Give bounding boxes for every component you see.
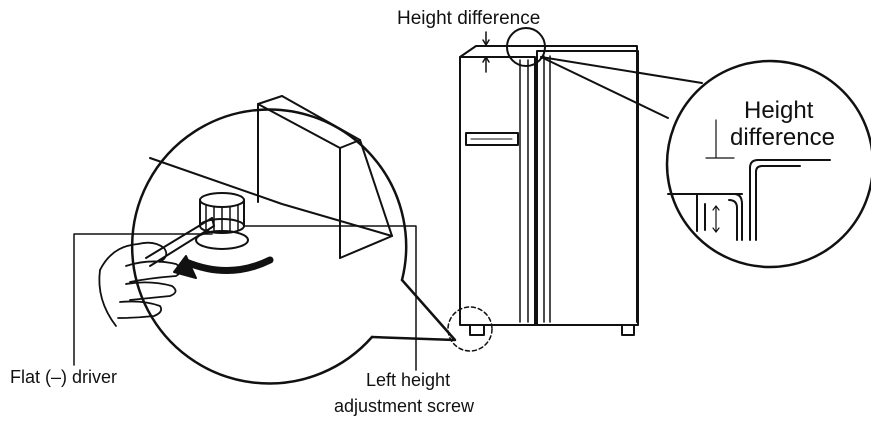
zoom-height-label: Height bbox=[744, 97, 814, 124]
foot-detail-circle bbox=[447, 306, 493, 352]
flat-driver-label: Flat (–) driver bbox=[10, 367, 118, 387]
flat-screwdriver bbox=[145, 217, 215, 267]
adjustment-screw bbox=[195, 192, 249, 250]
rotation-arrow bbox=[173, 255, 274, 279]
refrigerator bbox=[459, 45, 639, 336]
adjustment-screw-label: adjustment screw bbox=[334, 396, 475, 416]
zoom-callout-line-upper bbox=[540, 56, 703, 84]
top-detail-circle bbox=[506, 27, 546, 67]
leader-lines bbox=[73, 225, 417, 371]
cabinet-corner bbox=[149, 95, 393, 259]
top-height-arrows bbox=[482, 31, 490, 73]
screw-leader bbox=[243, 225, 417, 371]
screw-zoom-circle bbox=[130, 108, 408, 385]
zoom-detail bbox=[665, 59, 871, 269]
freezer-door bbox=[459, 56, 536, 326]
zoom-difference-label: difference bbox=[730, 124, 835, 151]
left-foot bbox=[469, 324, 485, 336]
zoom-callout-tail bbox=[370, 278, 457, 342]
right-foot bbox=[621, 324, 635, 336]
dispenser-panel bbox=[465, 132, 519, 146]
zoom-callout-line-lower bbox=[540, 56, 669, 119]
left-height-label: Left height bbox=[366, 370, 451, 390]
height-difference-label: Height difference bbox=[397, 8, 541, 29]
fridge-door bbox=[536, 50, 639, 326]
driver-leader bbox=[73, 233, 213, 366]
